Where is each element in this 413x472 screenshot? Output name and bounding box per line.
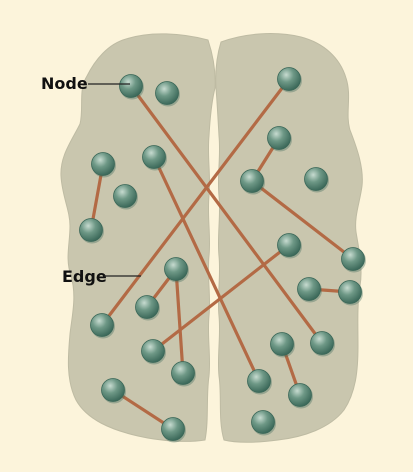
edge-label: Edge (62, 267, 107, 286)
node-label: Node (41, 74, 88, 93)
